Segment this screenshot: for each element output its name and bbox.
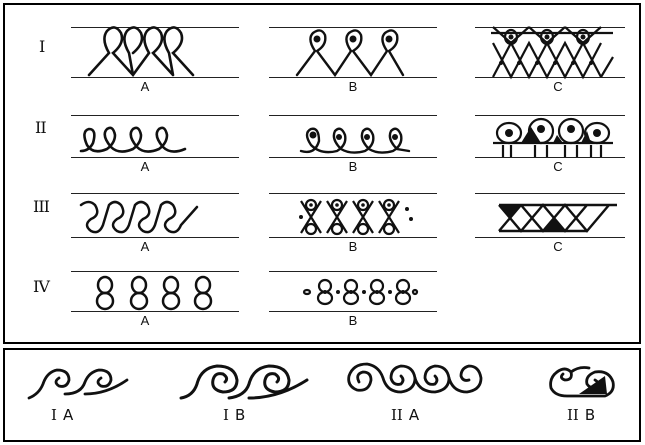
motif-iii-a (79, 197, 199, 237)
label-iiib: B (343, 239, 363, 254)
label-ivb: B (343, 313, 363, 328)
guide-line (475, 237, 625, 238)
spiral-ii-a (345, 360, 487, 400)
guide-line (71, 77, 239, 78)
guide-line (71, 115, 239, 116)
guide-line (269, 311, 437, 312)
motif-ii-b (299, 121, 411, 157)
label-iiic: C (548, 239, 568, 254)
row-numeral-i: I (39, 37, 44, 56)
guide-line (269, 193, 437, 194)
guide-line (475, 193, 625, 194)
motif-iv-b (301, 277, 417, 307)
motif-iii-b (297, 195, 417, 237)
label-iiia: A (135, 239, 155, 254)
motif-ii-a (79, 121, 189, 157)
row-numeral-iv: IV (33, 277, 49, 296)
motif-iii-c (497, 201, 619, 235)
motif-ii-c (491, 113, 615, 159)
motif-chart-panel: I II III IV A B C A B C A B C A B (3, 3, 641, 344)
guide-line (71, 193, 239, 194)
guide-line (269, 115, 437, 116)
motif-i-c (489, 23, 615, 79)
guide-line (269, 77, 437, 78)
guide-line (71, 311, 239, 312)
label-iva: A (135, 313, 155, 328)
label-ic: C (548, 79, 568, 94)
spiral-ii-b (545, 360, 617, 400)
spiral-i-a (27, 360, 131, 400)
motif-i-b (295, 23, 405, 77)
motif-i-a (87, 23, 207, 77)
guide-line (71, 157, 239, 158)
label-iia: A (135, 159, 155, 174)
label-iib: B (343, 159, 363, 174)
label-iic: C (548, 159, 568, 174)
guide-line (71, 271, 239, 272)
spiral-i-b (179, 358, 311, 402)
guide-line (269, 157, 437, 158)
guide-line (269, 237, 437, 238)
label-ib: B (343, 79, 363, 94)
label-ia: A (135, 79, 155, 94)
guide-line (71, 237, 239, 238)
motif-iv-a (95, 275, 211, 311)
row-numeral-ii: II (35, 118, 46, 137)
row-numeral-iii: III (33, 197, 49, 216)
guide-line (269, 271, 437, 272)
